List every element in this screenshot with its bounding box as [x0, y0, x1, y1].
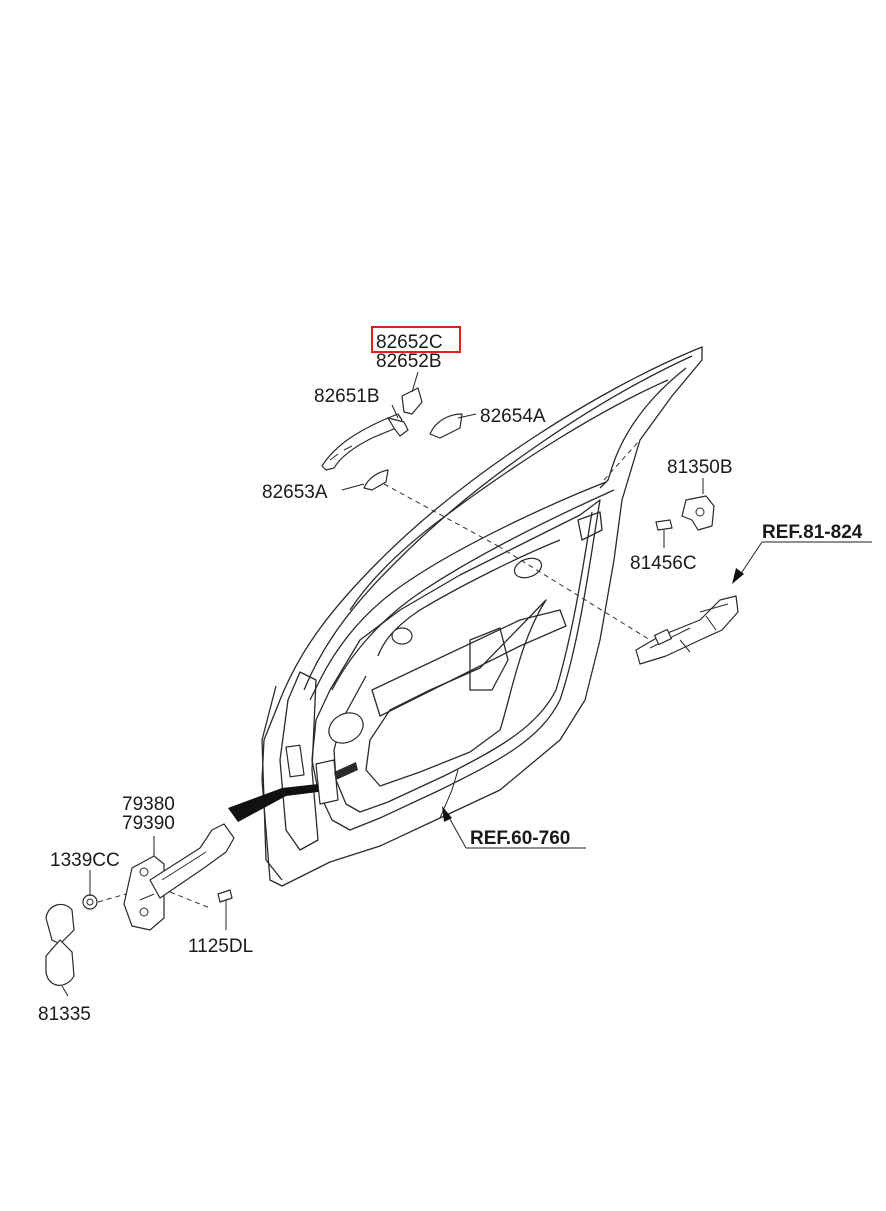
- outside-handle-82651b[interactable]: [321, 413, 409, 471]
- highlight-box-82652c: [371, 326, 461, 353]
- handle-pad-82653a[interactable]: [363, 469, 389, 491]
- label-82652c[interactable]: 82652C: [376, 332, 443, 353]
- label-ref-60-760[interactable]: REF.60-760: [470, 828, 570, 849]
- label-82653a[interactable]: 82653A: [262, 482, 328, 503]
- label-79390[interactable]: 79390: [122, 813, 175, 834]
- label-81350b[interactable]: 81350B: [667, 457, 733, 478]
- ref-60-760-pointer: [442, 806, 586, 849]
- leader-82653a-tag: [341, 483, 365, 491]
- leader-1125dl: [169, 891, 211, 909]
- label-82652b[interactable]: 82652B: [376, 351, 442, 372]
- label-81335[interactable]: 81335: [38, 1004, 91, 1025]
- leader-82654a: [457, 413, 477, 419]
- label-79380[interactable]: 79380: [122, 794, 175, 815]
- label-1125dl[interactable]: 1125DL: [188, 936, 253, 957]
- nut-1339cc[interactable]: [82, 894, 98, 910]
- front-door-panel: [261, 346, 703, 887]
- leader-82652b: [411, 371, 419, 393]
- label-ref-81-824[interactable]: REF.81-824: [762, 522, 863, 543]
- label-1339cc[interactable]: 1339CC: [50, 850, 120, 871]
- leader-82653a: [383, 483, 499, 547]
- label-82651b[interactable]: 82651B: [314, 386, 380, 407]
- door-latch-assembly[interactable]: [635, 595, 739, 665]
- striker-81350b[interactable]: [681, 495, 715, 531]
- install-arrow: [228, 784, 318, 822]
- handle-pad-82654a[interactable]: [429, 413, 463, 439]
- handle-cover-82652b[interactable]: [401, 387, 423, 415]
- leader-82651b: [391, 404, 399, 419]
- bolt-1125dl[interactable]: [217, 889, 233, 914]
- label-81456c[interactable]: 81456C: [630, 553, 697, 574]
- leader-latch: [497, 545, 651, 641]
- leader-81335: [61, 985, 69, 997]
- ref-81-824-pointer: [732, 541, 872, 584]
- door-check-79380[interactable]: [123, 823, 235, 931]
- label-82654a[interactable]: 82654A: [480, 406, 546, 427]
- hinge-cover-81335[interactable]: [45, 903, 75, 986]
